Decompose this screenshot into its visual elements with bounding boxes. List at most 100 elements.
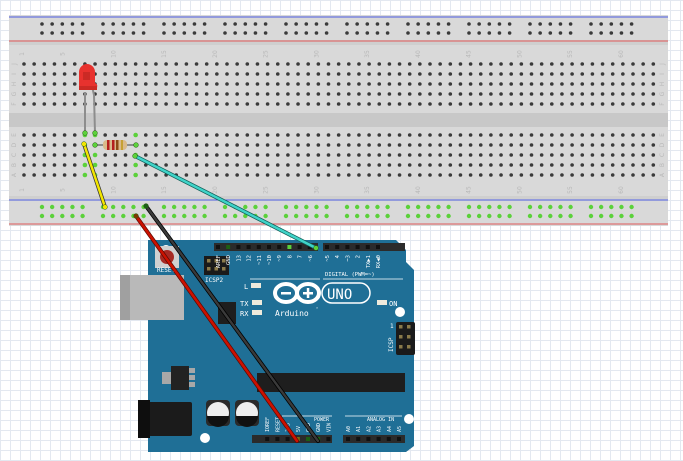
cyan-wire[interactable] — [133, 154, 318, 250]
breadboard-hole[interactable] — [641, 72, 645, 76]
breadboard-hole[interactable] — [560, 143, 564, 147]
rail-hole[interactable] — [50, 31, 54, 35]
breadboard-hole[interactable] — [245, 82, 250, 86]
breadboard-hole[interactable] — [174, 133, 179, 137]
digital-pin-AREF[interactable] — [216, 245, 220, 249]
breadboard-hole[interactable] — [621, 173, 625, 177]
breadboard-hole[interactable] — [387, 143, 392, 147]
breadboard-hole[interactable] — [113, 133, 118, 137]
rail-hole[interactable] — [344, 204, 350, 210]
breadboard-hole[interactable] — [621, 143, 625, 147]
rail-hole[interactable] — [243, 22, 248, 26]
breadboard-hole[interactable] — [489, 72, 493, 76]
breadboard-hole[interactable] — [468, 143, 473, 147]
breadboard-hole[interactable] — [144, 173, 148, 177]
breadboard-hole[interactable] — [154, 173, 158, 177]
rail-hole[interactable] — [284, 31, 288, 35]
rail-hole[interactable] — [314, 213, 319, 219]
rail-hole[interactable] — [477, 22, 481, 26]
digital-pin-GND[interactable] — [226, 245, 231, 249]
rail-hole[interactable] — [507, 204, 512, 210]
breadboard-hole[interactable] — [103, 173, 107, 177]
breadboard-hole[interactable] — [610, 173, 615, 177]
breadboard-hole[interactable] — [235, 143, 239, 147]
breadboard-hole[interactable] — [580, 163, 585, 167]
breadboard-hole[interactable] — [519, 133, 524, 137]
rail-hole[interactable] — [558, 22, 563, 26]
breadboard-hole[interactable] — [296, 163, 300, 167]
breadboard-hole[interactable] — [478, 133, 483, 137]
breadboard-hole[interactable] — [123, 72, 128, 76]
breadboard-hole[interactable] — [123, 133, 128, 137]
breadboard-hole[interactable] — [265, 173, 270, 177]
breadboard-hole[interactable] — [194, 153, 199, 157]
breadboard-hole[interactable] — [296, 62, 300, 66]
rail-hole[interactable] — [365, 213, 370, 219]
breadboard-hole[interactable] — [539, 143, 544, 147]
breadboard-hole[interactable] — [458, 153, 463, 157]
rail-hole[interactable] — [548, 31, 553, 35]
breadboard-hole[interactable] — [377, 163, 382, 167]
breadboard-hole[interactable] — [42, 153, 47, 157]
rail-hole[interactable] — [354, 213, 360, 219]
breadboard-hole[interactable] — [377, 62, 382, 66]
rail-hole[interactable] — [111, 22, 115, 26]
breadboard-hole[interactable] — [468, 72, 473, 76]
rail-hole[interactable] — [466, 213, 472, 219]
rail-hole[interactable] — [171, 204, 177, 210]
rail-hole[interactable] — [324, 213, 329, 219]
breadboard-hole[interactable] — [336, 143, 341, 147]
rail-hole[interactable] — [283, 204, 289, 210]
rail-hole[interactable] — [385, 31, 390, 35]
breadboard-hole[interactable] — [570, 92, 574, 96]
breadboard-hole[interactable] — [52, 173, 57, 177]
breadboard-hole[interactable] — [519, 153, 524, 157]
rail-hole[interactable] — [537, 213, 543, 219]
breadboard-hole[interactable] — [164, 153, 168, 157]
breadboard-hole[interactable] — [347, 102, 351, 106]
breadboard-hole[interactable] — [651, 153, 656, 157]
breadboard-hole[interactable] — [397, 163, 402, 167]
rail-hole[interactable] — [344, 213, 350, 219]
breadboard-hole[interactable] — [174, 72, 179, 76]
breadboard-hole[interactable] — [418, 62, 422, 66]
breadboard-hole[interactable] — [113, 62, 118, 66]
breadboard-hole[interactable] — [357, 143, 361, 147]
rail-hole[interactable] — [192, 31, 197, 35]
breadboard-hole[interactable] — [560, 92, 564, 96]
breadboard-hole[interactable] — [306, 102, 311, 106]
breadboard-hole[interactable] — [32, 72, 36, 76]
breadboard-hole[interactable] — [641, 92, 645, 96]
wire-endpoint[interactable] — [143, 203, 149, 209]
breadboard-hole[interactable] — [580, 143, 585, 147]
breadboard-hole[interactable] — [265, 72, 270, 76]
breadboard-hole[interactable] — [255, 62, 260, 66]
breadboard-hole[interactable] — [347, 82, 351, 86]
breadboard-hole[interactable] — [103, 153, 107, 157]
breadboard-hole[interactable] — [509, 102, 513, 106]
breadboard-hole[interactable] — [458, 163, 463, 167]
rail-hole[interactable] — [385, 204, 390, 210]
breadboard-hole[interactable] — [225, 102, 229, 106]
breadboard-hole[interactable] — [367, 173, 371, 177]
breadboard-hole[interactable] — [62, 153, 67, 157]
breadboard-hole[interactable] — [428, 92, 432, 96]
breadboard-hole[interactable] — [407, 143, 412, 147]
breadboard-hole[interactable] — [499, 82, 503, 86]
breadboard-hole[interactable] — [489, 62, 493, 66]
breadboard-hole[interactable] — [651, 143, 656, 147]
rail-hole[interactable] — [233, 31, 237, 35]
rail-hole[interactable] — [314, 204, 319, 210]
rail-hole[interactable] — [497, 204, 502, 210]
breadboard-hole[interactable] — [489, 163, 493, 167]
breadboard-hole[interactable] — [499, 133, 503, 137]
breadboard-hole[interactable] — [377, 72, 382, 76]
rail-hole[interactable] — [182, 213, 187, 219]
breadboard-hole[interactable] — [306, 72, 311, 76]
rail-hole[interactable] — [558, 31, 563, 35]
breadboard-hole[interactable] — [631, 153, 635, 157]
breadboard-hole[interactable] — [194, 82, 199, 86]
breadboard-hole[interactable] — [62, 92, 67, 96]
rail-hole[interactable] — [172, 22, 176, 26]
breadboard-hole[interactable] — [22, 133, 26, 137]
